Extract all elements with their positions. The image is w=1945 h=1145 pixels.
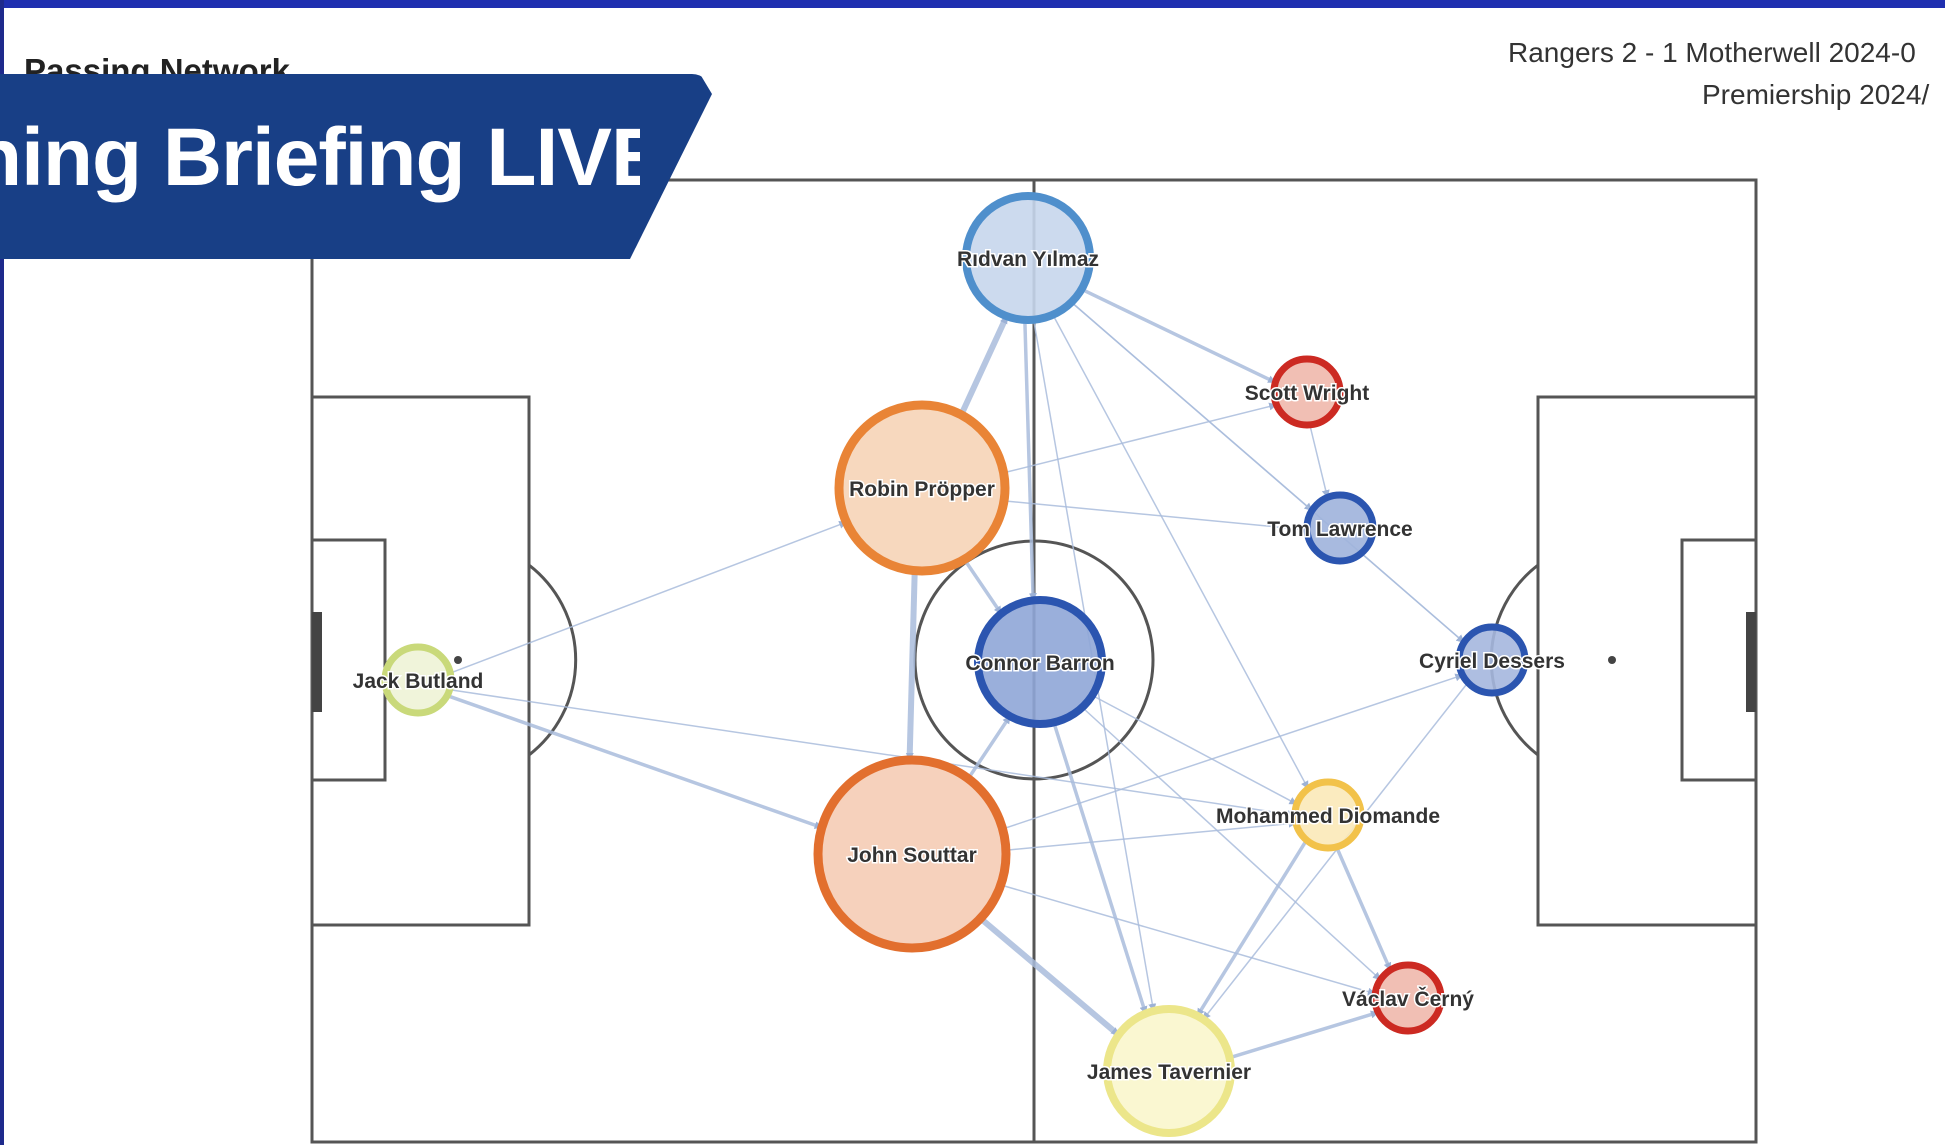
player-node-wright: Scott Wright (1243, 355, 1371, 429)
player-label-wright: Scott Wright (1245, 382, 1369, 405)
match-score-line: Rangers 2 - 1 Motherwell 2024-0 (1508, 37, 1916, 68)
left-goal (312, 612, 322, 712)
match-info: Rangers 2 - 1 Motherwell 2024-0 Premiers… (1508, 32, 1945, 116)
player-circle-diomande (1291, 778, 1365, 852)
pass-link-propper-barron (962, 558, 1003, 615)
player-label-souttar: John Souttar (847, 844, 977, 867)
player-node-cerny: Václav Černý (1341, 961, 1476, 1035)
pass-link-souttar-barron (966, 715, 1012, 780)
player-label-butland: Jack Butland (353, 670, 484, 693)
player-circle-yilmaz (962, 192, 1094, 324)
player-node-barron: Connor Barron (964, 596, 1116, 728)
player-circle-butland (381, 643, 455, 717)
player-label-yilmaz: Rıdvan Yılmaz (957, 248, 1099, 271)
pass-link-tavernier-cerny (1229, 1010, 1379, 1060)
player-circle-wright (1270, 355, 1344, 429)
pass-link-propper-yilmaz (958, 315, 1010, 416)
pass-link-diomande-cerny (1335, 846, 1392, 971)
player-node-souttar: John Souttar (813, 755, 1011, 953)
pass-link-yilmaz-barron (1023, 320, 1037, 602)
pass-link-propper-souttar (905, 570, 918, 761)
pass-link-propper-lawrence (1004, 500, 1308, 534)
pass-link-barron-diomande (1092, 694, 1298, 805)
player-circle-tavernier (1103, 1005, 1235, 1137)
player-node-diomande: Mohammed Diomande (1214, 778, 1442, 852)
player-label-dessers: Cyriel Dessers (1419, 650, 1565, 673)
left-six-yard-box (310, 538, 387, 782)
player-circle-barron (974, 596, 1106, 728)
player-label-propper: Robin Pröpper (849, 478, 995, 501)
right-goal (1746, 612, 1756, 712)
pass-link-souttar-cerny (1000, 884, 1376, 996)
pass-links (446, 287, 1469, 1060)
right-penalty-box (1536, 395, 1758, 927)
player-label-lawrence: Tom Lawrence (1267, 518, 1412, 541)
player-circle-dessers (1455, 623, 1529, 697)
pass-link-barron-tavernier (1052, 722, 1148, 1015)
pass-link-butland-propper (450, 520, 848, 674)
window-frame-top (0, 0, 1945, 8)
pass-link-barron-cerny (1081, 706, 1381, 981)
player-node-dessers: Cyriel Dessers (1418, 623, 1566, 697)
pass-link-butland-diomande (449, 689, 1296, 819)
player-circle-souttar (813, 755, 1011, 953)
left-penalty-spot (454, 656, 462, 664)
live-banner-title: ning Briefing LIVE (0, 108, 640, 208)
player-label-tavernier: James Tavernier (1087, 1061, 1251, 1084)
player-node-lawrence: Tom Lawrence (1266, 491, 1414, 565)
player-circle-lawrence (1303, 491, 1377, 565)
player-node-propper: Robin Pröpper (834, 400, 1010, 576)
pass-link-lawrence-dessers (1361, 552, 1465, 643)
pass-link-souttar-tavernier (978, 916, 1121, 1038)
player-circle-propper (834, 400, 1010, 576)
pass-link-souttar-diomande (1005, 819, 1297, 851)
player-node-tavernier: James Tavernier (1085, 1005, 1253, 1137)
player-node-yilmaz: Rıdvan Yılmaz (956, 192, 1101, 324)
player-label-diomande: Mohammed Diomande (1216, 805, 1440, 828)
pass-link-butland-souttar (446, 694, 823, 830)
player-circle-cerny (1371, 961, 1445, 1035)
window-frame-left (0, 0, 4, 1145)
player-label-cerny: Václav Černý (1342, 987, 1474, 1011)
live-banner: ning Briefing LIVE (0, 74, 712, 259)
player-node-butland: Jack Butland (351, 643, 485, 717)
right-six-yard-box (1680, 538, 1758, 782)
pass-link-propper-wright (1003, 402, 1278, 474)
pass-link-wright-lawrence (1309, 425, 1330, 499)
live-banner-text: ning Briefing LIVE (0, 112, 640, 203)
player-label-barron: Connor Barron (965, 652, 1114, 675)
pass-link-dessers-tavernier (1202, 682, 1469, 1020)
pass-link-yilmaz-diomande (1052, 314, 1309, 790)
pass-link-yilmaz-wright (1080, 287, 1276, 384)
pass-link-diomande-tavernier (1195, 839, 1308, 1017)
right-penalty-spot (1608, 656, 1616, 664)
competition-line: Premiership 2024/ (1702, 79, 1930, 110)
